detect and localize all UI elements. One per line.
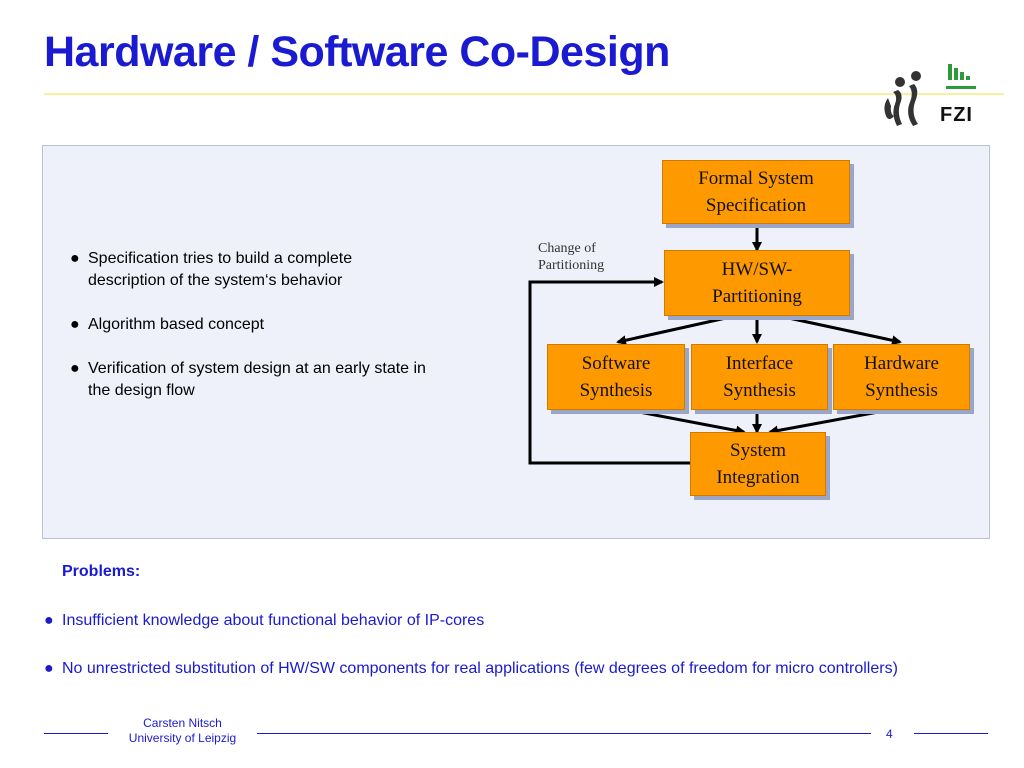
footer-rule-left [44, 733, 108, 734]
box-formal-system-specification: Formal System Specification [662, 160, 850, 224]
bullet-dot-icon: ● [70, 360, 80, 377]
page-number: 4 [886, 727, 893, 741]
bullet-text: Algorithm based concept [88, 316, 265, 333]
problem-text: Insufficient knowledge about functional … [62, 612, 485, 629]
footer-rule-right [914, 733, 988, 734]
bullet-list: ● Specification tries to build a complet… [70, 248, 430, 424]
box-software-synthesis: Software Synthesis [547, 344, 685, 410]
footer-author-block: Carsten Nitsch University of Leipzig [110, 716, 255, 746]
bullet-dot-icon: ● [44, 660, 54, 677]
bullet-dot-icon: ● [44, 612, 54, 629]
problems-heading: Problems: [62, 563, 141, 580]
logo-text: FZI [940, 104, 973, 126]
bullet-text: Verification of system design at an earl… [88, 360, 426, 399]
bullet-item: ● Verification of system design at an ea… [70, 358, 430, 402]
bullet-dot-icon: ● [70, 250, 80, 267]
feedback-loop-arrow [528, 277, 690, 465]
title-divider [44, 93, 1004, 95]
feedback-label: Change of Partitioning [538, 241, 605, 273]
footer-affiliation: University of Leipzig [128, 731, 237, 745]
box-interface-synthesis: Interface Synthesis [691, 344, 828, 410]
arrow-hardware-to-integration [768, 406, 901, 436]
box-hardware-synthesis: Hardware Synthesis [833, 344, 970, 410]
box-system-integration: System Integration [690, 432, 826, 496]
slide-title: Hardware / Software Co-Design [44, 28, 670, 76]
problem-item: ● Insufficient knowledge about functiona… [44, 609, 982, 632]
bullet-text: Specification tries to build a complete … [88, 250, 353, 289]
footer-author: Carsten Nitsch [143, 716, 222, 730]
bullet-item: ● Algorithm based concept [70, 314, 430, 336]
arrow-partitioning-to-hardware [769, 312, 902, 346]
bullet-item: ● Specification tries to build a complet… [70, 248, 430, 292]
problem-item: ● No unrestricted substitution of HW/SW … [44, 657, 982, 680]
arrow-partitioning-to-software [616, 312, 745, 346]
arrow-software-to-integration [617, 406, 746, 436]
bullet-dot-icon: ● [70, 316, 80, 333]
footer-rule-middle [257, 733, 871, 734]
box-hw-sw-partitioning: HW/SW- Partitioning [664, 250, 850, 316]
fzi-logo-icon [884, 64, 976, 126]
problem-text: No unrestricted substitution of HW/SW co… [62, 660, 898, 677]
